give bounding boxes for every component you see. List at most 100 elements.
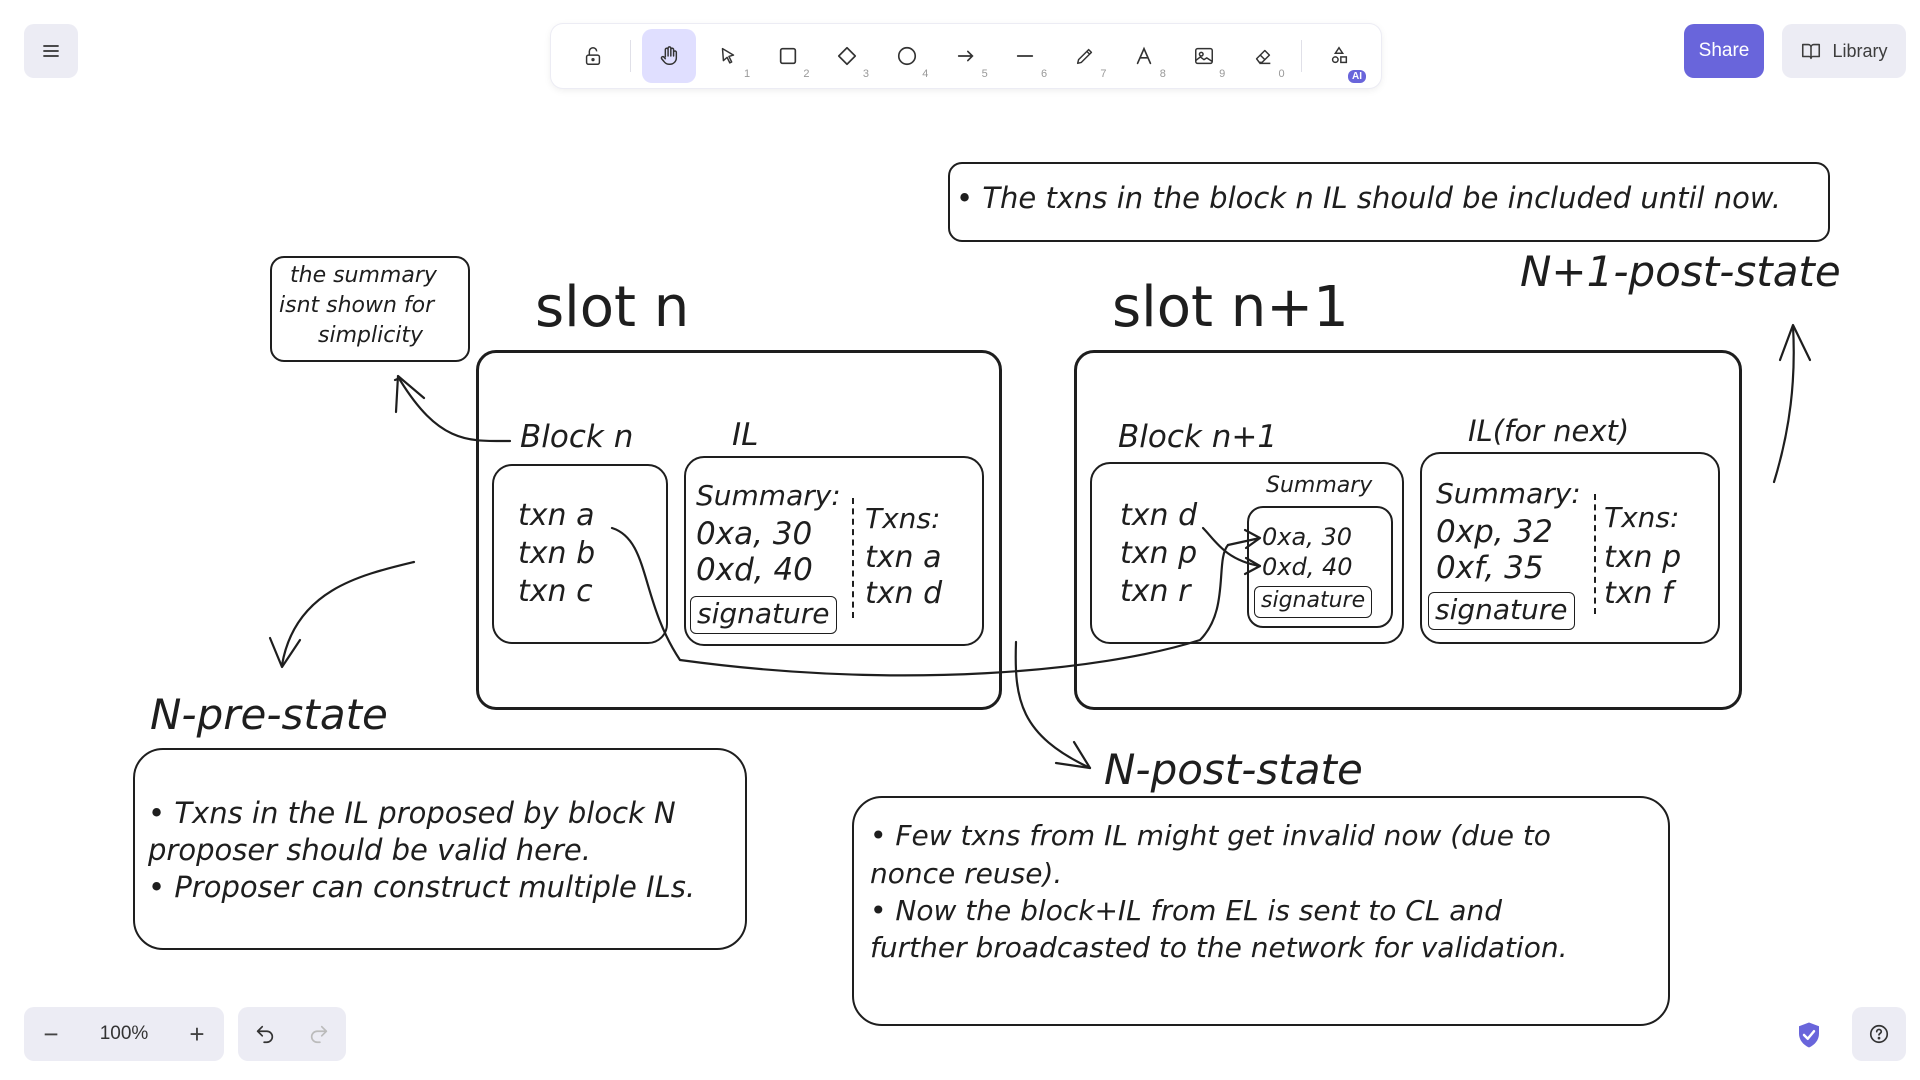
arrow-to-n-post-state [1014, 640, 1092, 770]
il-next-txn: txn f [1604, 576, 1673, 611]
arrow-to-n-pre-state [280, 560, 416, 667]
il-next-summary-label: Summary: [1436, 477, 1581, 510]
block-n1-label: Block n+1 [1118, 419, 1278, 455]
block-n-txn: txn c [518, 574, 593, 609]
block-n-label: Block n [520, 419, 634, 455]
ellipse-icon [897, 46, 916, 66]
il-next-label: IL(for next) [1468, 414, 1630, 448]
arrowhead-summary-0xa [1226, 528, 1262, 550]
tool-ellipse[interactable]: 4 [880, 29, 933, 83]
il-next-signature[interactable]: signature [1428, 592, 1575, 630]
il-next-summary-entry: 0xf, 35 [1436, 550, 1544, 586]
n-post-state-line: further broadcasted to the network for v… [870, 931, 1568, 964]
n-post-state-line: • Now the block+IL from EL is sent to CL… [870, 894, 1502, 927]
n-post-state-box[interactable] [852, 796, 1670, 1026]
library-button[interactable]: Library [1782, 24, 1906, 78]
il-summary-entry: 0xa, 30 [696, 516, 813, 552]
history-controls [238, 1007, 346, 1061]
n-pre-state-title: N-pre-state [150, 690, 388, 739]
block-n1-box[interactable] [1090, 462, 1404, 644]
block-n1-txn: txn p [1120, 536, 1198, 571]
redo-icon [310, 1025, 328, 1044]
il-txns-label: Txns: [865, 502, 941, 535]
summary-note-line: the summary [290, 263, 437, 288]
tool-rectangle[interactable]: 2 [761, 29, 814, 83]
connector-txn-a-to-summary [610, 526, 1230, 677]
tool-arrow[interactable]: 5 [939, 29, 992, 83]
zoom-level[interactable]: 100% [99, 1023, 149, 1044]
tool-image[interactable]: 9 [1177, 29, 1230, 83]
shield-check-icon[interactable] [1794, 1020, 1824, 1050]
block-n1-summary-box[interactable] [1247, 506, 1393, 628]
n-post-state-line: nonce reuse). [870, 857, 1063, 890]
arrowhead-n1-post-state [1778, 323, 1812, 362]
pointer-icon [722, 47, 735, 64]
block-n-txn: txn b [518, 536, 596, 571]
arrow-block-to-note [398, 378, 512, 443]
tool-key: 9 [1219, 68, 1226, 80]
connector-txn-d-to-0xd [1201, 526, 1262, 568]
share-label: Share [1698, 40, 1750, 61]
il-next-box[interactable] [1420, 452, 1720, 644]
il-next-txn: txn p [1604, 540, 1682, 575]
tool-diamond[interactable]: 3 [821, 29, 874, 83]
il-divider [852, 498, 854, 618]
block-n1-txn: txn r [1120, 574, 1191, 609]
il-txn: txn a [865, 540, 942, 575]
share-button[interactable]: Share [1684, 24, 1764, 78]
undo-icon [256, 1025, 274, 1044]
help-button[interactable] [1852, 1007, 1906, 1061]
n-post-state-title: N-post-state [1104, 745, 1363, 794]
tool-key: 1 [744, 68, 751, 80]
help-icon [1869, 1024, 1889, 1044]
tool-hand[interactable] [642, 29, 696, 83]
toolbar-divider [630, 40, 632, 72]
tool-text[interactable]: 8 [1118, 29, 1171, 83]
summary-note-line: isnt shown for [279, 293, 435, 318]
block-n1-signature[interactable]: signature [1254, 586, 1373, 618]
toolbar-divider [1300, 40, 1302, 72]
n-pre-state-box[interactable] [133, 748, 747, 950]
arrowhead-block-to-note [393, 374, 426, 414]
text-icon [1136, 46, 1152, 65]
arrowhead-n-post-state [1054, 740, 1092, 770]
lock-open-icon [585, 47, 600, 65]
tool-lock[interactable] [566, 29, 619, 83]
il-summary-entry: 0xd, 40 [696, 552, 813, 588]
n-pre-state-line: proposer should be valid here. [148, 833, 591, 867]
arrowhead-summary-0xd [1243, 556, 1262, 576]
slot-n1-title: slot n+1 [1112, 275, 1349, 340]
zoom-in-button[interactable]: + [189, 1018, 205, 1049]
tool-line[interactable]: 6 [999, 29, 1052, 83]
tool-key: 7 [1100, 68, 1107, 80]
il-next-txns-label: Txns: [1604, 501, 1680, 534]
tool-more-shapes-ai[interactable]: AI [1313, 29, 1367, 83]
diamond-icon [838, 46, 857, 66]
tool-key: 6 [1040, 68, 1048, 80]
slot-n-title: slot n [535, 275, 690, 340]
il-box[interactable] [684, 456, 984, 646]
pencil-icon [1076, 48, 1092, 65]
shapes-icon [1332, 46, 1348, 64]
zoom-out-button[interactable]: − [43, 1018, 59, 1049]
toolbar: 1 2 3 4 5 6 7 8 9 0 AI [551, 24, 1381, 88]
main-menu-button[interactable] [24, 24, 78, 78]
tool-draw[interactable]: 7 [1058, 29, 1111, 83]
il-label: IL [732, 417, 759, 453]
il-next-divider [1594, 494, 1596, 614]
slot-n-box[interactable] [476, 350, 1002, 710]
block-n-box[interactable] [492, 464, 668, 644]
undo-button[interactable] [240, 1007, 290, 1061]
redo-button[interactable] [294, 1007, 344, 1061]
top-note-box[interactable] [948, 162, 1830, 242]
summary-note-box[interactable] [270, 256, 470, 362]
tool-eraser[interactable]: 0 [1236, 29, 1289, 83]
tool-key: 5 [981, 68, 988, 80]
tool-key: 4 [922, 68, 929, 80]
tool-selection[interactable]: 1 [702, 29, 755, 83]
il-signature[interactable]: signature [690, 596, 837, 634]
ai-badge: AI [1348, 70, 1367, 83]
block-n1-summary-entry: 0xa, 30 [1262, 523, 1352, 551]
slot-n1-box[interactable] [1074, 350, 1742, 710]
n1-post-state-label: N+1-post-state [1520, 247, 1841, 296]
